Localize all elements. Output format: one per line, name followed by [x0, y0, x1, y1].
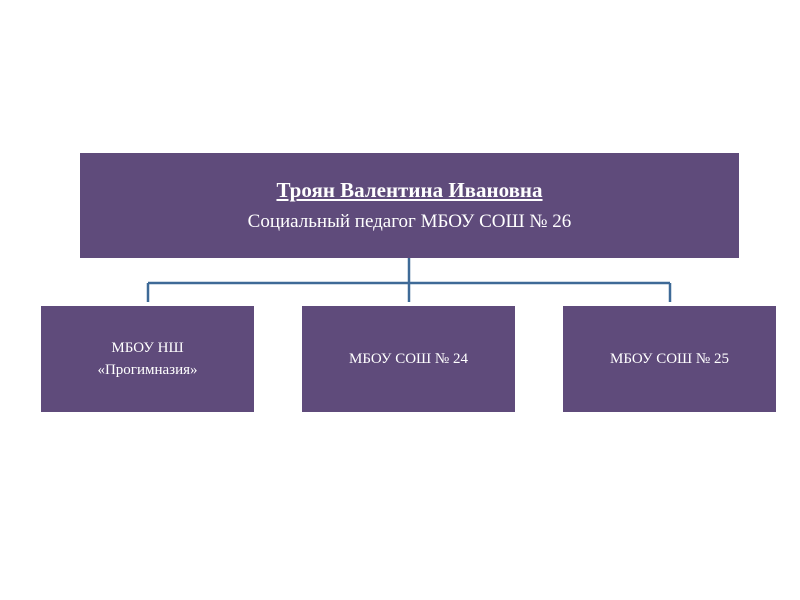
child-node-1-line1: МБОУ НШ: [111, 340, 184, 356]
top-node-name: Троян Валентина Ивановна: [276, 178, 543, 202]
top-node-role: Социальный педагог МБОУ СОШ № 26: [247, 211, 572, 232]
child-node-3-line1: МБОУ СОШ № 25: [610, 351, 729, 367]
child-node-2: МБОУ СОШ № 24: [302, 306, 515, 412]
child-node-2-line1: МБОУ СОШ № 24: [349, 351, 468, 367]
top-node-box: Троян Валентина Ивановна Социальный педа…: [80, 153, 739, 258]
child-node-1: МБОУ НШ «Прогимназия»: [41, 306, 254, 412]
child-node-1-line2: «Прогимназия»: [97, 362, 198, 378]
child-node-3: МБОУ СОШ № 25: [563, 306, 776, 412]
